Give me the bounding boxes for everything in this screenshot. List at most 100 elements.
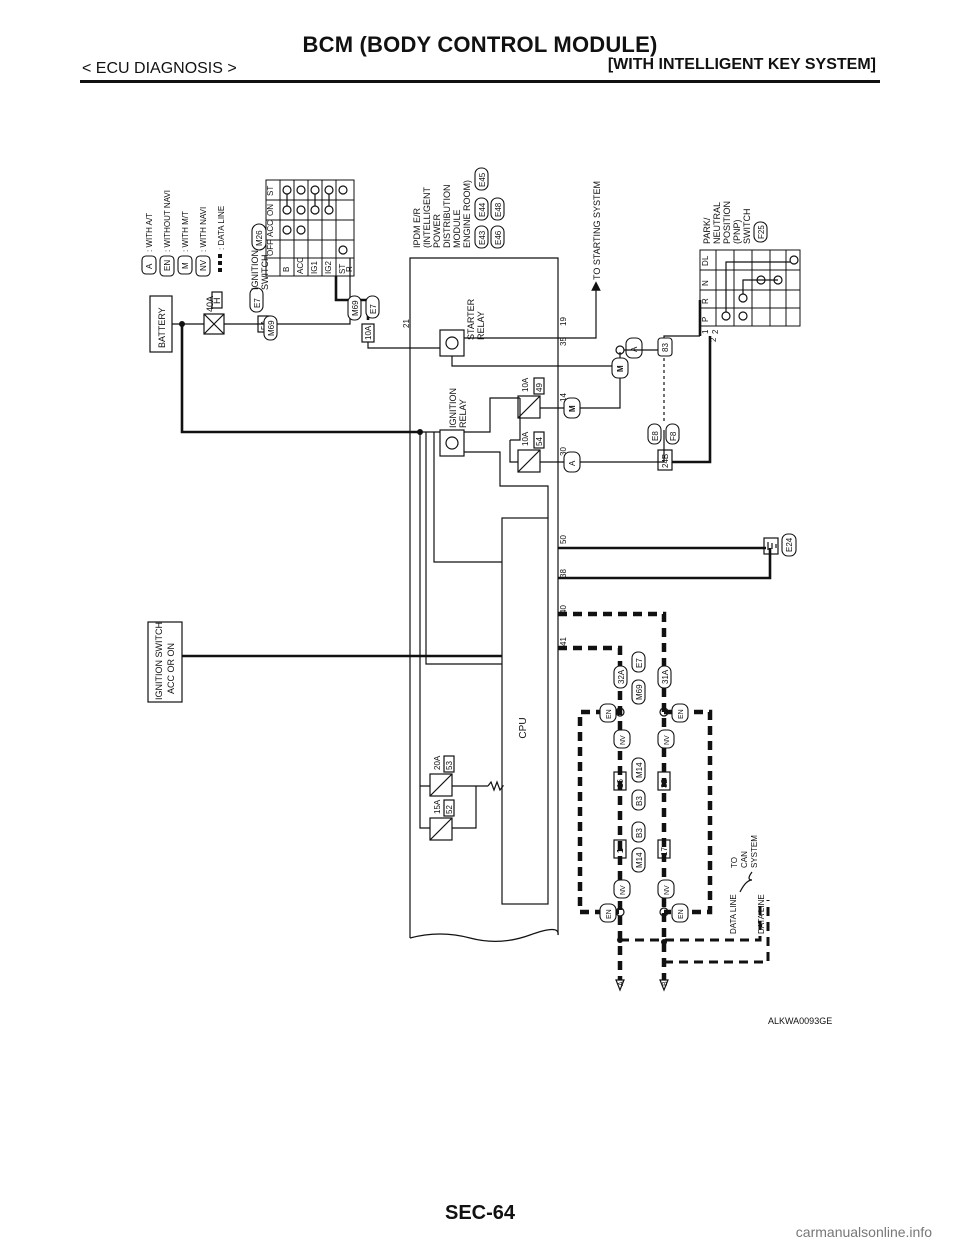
page-title: BCM (BODY CONTROL MODULE) [302, 32, 658, 57]
connector-e43: E43 [478, 230, 487, 245]
connector-e46: E46 [494, 230, 503, 245]
terminal-2: 2 [709, 337, 718, 342]
pnp-col-d: D [701, 260, 710, 266]
fuse-15a-label: 15A [433, 799, 442, 814]
terminal-30: 30 [559, 447, 568, 456]
header-rule [80, 80, 880, 83]
battery-label: BATTERY [157, 307, 167, 348]
fuse-15a-pos: 52 [445, 805, 454, 814]
svg-text:CAN: CAN [740, 851, 749, 868]
page-number: SEC-64 [444, 1202, 516, 1224]
cpu-block [501, 517, 549, 905]
ign-col-st: ST [266, 186, 275, 196]
legend-text-dataline: : DATA LINE [217, 206, 226, 250]
can-high-line [558, 611, 667, 980]
starter-relay-label-2: RELAY [476, 311, 486, 340]
terminal-16: 16 [616, 779, 625, 788]
marker-nv-3: NV [620, 885, 627, 895]
connector-m14-a: M14 [635, 762, 644, 778]
pnp-col-l: L [701, 255, 710, 260]
ref-a: A [618, 981, 625, 986]
fuse-10a-54 [517, 449, 541, 473]
watermark: carmanualsonline.info [795, 1224, 932, 1240]
pnp-switch-label: PARK/ NEUTRAL POSITION (PNP) SWITCH [702, 201, 752, 244]
svg-text:IGNITION SWITCH: IGNITION SWITCH [154, 622, 164, 700]
connector-e8: E8 [651, 431, 660, 441]
connector-f25: F25 [757, 225, 766, 239]
ign-col-on: ON [266, 204, 275, 216]
subsystem-label: [WITH INTELLIGENT KEY SYSTEM] [607, 56, 876, 73]
fuse-20a [429, 773, 453, 797]
connector-32a: 32A [617, 669, 626, 684]
marker-en-1: EN [606, 709, 613, 719]
ref-b: B [662, 981, 669, 986]
pnp-row-2: 2 [711, 329, 720, 334]
ignition-relay-label: IGNITION [448, 388, 458, 428]
branch-a-upper: A [630, 346, 639, 352]
connector-e7-c: E7 [635, 658, 644, 668]
connector-m69-b: M69 [351, 300, 360, 316]
connector-e48: E48 [494, 202, 503, 217]
marker-nv-2: NV [664, 735, 671, 745]
cpu-label: CPU [518, 717, 529, 738]
connector-b3-a: B3 [635, 796, 644, 806]
data-line-label-1: DATA LINE [729, 894, 738, 934]
ign-row-ig1: IG1 [310, 261, 319, 274]
legend-code-nv: NV [199, 259, 208, 271]
ign-col-acc: ACC [266, 220, 275, 237]
svg-text:ENGINE ROOM): ENGINE ROOM) [462, 180, 472, 248]
section-label: < ECU DIAGNOSIS > [82, 60, 237, 77]
pnp-col-n: N [701, 280, 710, 286]
ipdm-label: IPDM E/R (INTELLIGENT POWER DISTRIBUTION… [412, 180, 472, 248]
legend-code-a: A [145, 263, 154, 269]
ground-symbol [763, 537, 779, 555]
branch-m-upper: M [616, 365, 625, 372]
svg-text:POWER: POWER [432, 213, 442, 248]
legend-code-m: M [181, 262, 190, 269]
connector-m69-a: M69 [267, 320, 276, 336]
pnp-col-p: P [701, 317, 710, 322]
ignition-relay-label-2: RELAY [458, 399, 468, 428]
to-starting-system-label: TO STARTING SYSTEM [592, 181, 602, 280]
svg-text:NEUTRAL: NEUTRAL [712, 202, 722, 244]
connector-b3-b: B3 [635, 828, 644, 838]
fuse-10a-54-pos: 54 [535, 437, 544, 446]
legend-text-en: : WITHOUT NAVI [163, 190, 172, 252]
svg-text:(INTELLIGENT: (INTELLIGENT [422, 186, 432, 248]
terminal-40: 40 [559, 605, 568, 614]
terminal-50: 50 [559, 535, 568, 544]
svg-text:SWITCH: SWITCH [742, 209, 752, 245]
connector-83: 83 [661, 343, 670, 352]
svg-text:IPDM E/R: IPDM E/R [412, 207, 422, 248]
connector-e24: E24 [785, 537, 794, 552]
pnp-col-r: R [701, 298, 710, 304]
fuse-10a-49-pos: 49 [535, 383, 544, 392]
can-low-line [558, 645, 623, 980]
terminal-38: 38 [559, 569, 568, 578]
connector-e7-a: E7 [253, 298, 262, 308]
marker-nv-1: NV [620, 735, 627, 745]
svg-text:MODULE: MODULE [452, 209, 462, 248]
ign-acc-on-label: IGNITION SWITCH [154, 622, 164, 700]
fuse-10a-49 [517, 395, 541, 419]
terminal-1: 1 [616, 848, 625, 853]
svg-text:POSITION: POSITION [722, 201, 732, 244]
starter-relay-label: STARTER [466, 298, 476, 340]
terminal-14: 14 [559, 393, 568, 402]
data-line-label-2: DATA LINE [757, 894, 766, 934]
svg-text:SWITCH: SWITCH [260, 255, 270, 291]
svg-text:SYSTEM: SYSTEM [750, 835, 759, 868]
connector-e7-b: E7 [369, 304, 378, 314]
connector-m26: M26 [255, 230, 264, 246]
marker-en-2: EN [678, 709, 685, 719]
to-can-system-label: TO CAN SYSTEM [730, 835, 759, 868]
ign-acc-on-label-2: ACC OR ON [166, 643, 176, 694]
ignition-switch-table: OFF ACC ON ST B ACC IG1 IG2 ST R [265, 179, 355, 277]
ignition-switch-label-2: SWITCH [260, 255, 270, 291]
starter-relay-box [439, 329, 465, 357]
connector-10a: 10A [364, 325, 373, 340]
terminal-32: 32 [660, 779, 669, 788]
ign-row-r: R [345, 266, 354, 272]
connector-e44: E44 [478, 202, 487, 217]
